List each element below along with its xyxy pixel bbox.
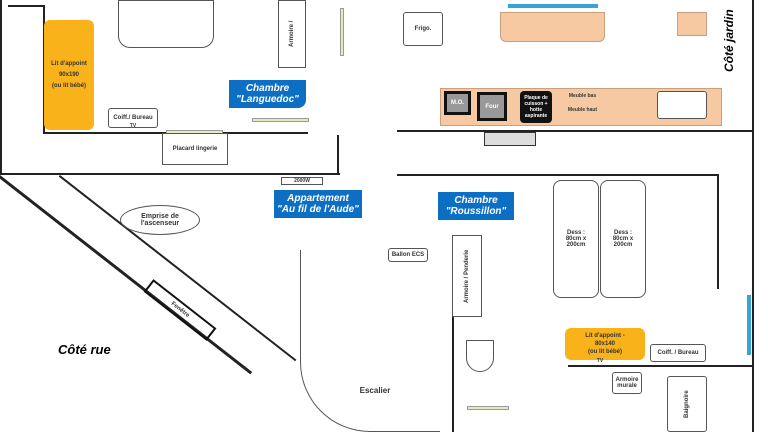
tv-roussillon: TV bbox=[596, 358, 604, 364]
wall bbox=[452, 250, 454, 432]
high-unit: Meuble haut bbox=[567, 107, 598, 113]
wardrobe: Armoire / bbox=[278, 0, 306, 68]
tv: TV bbox=[129, 123, 137, 129]
dresser: Coiff./ Bureau bbox=[108, 108, 158, 128]
wardrobe-2: Armoire / Penderie bbox=[452, 235, 482, 317]
window bbox=[508, 4, 598, 8]
radiator bbox=[484, 132, 536, 146]
boiler: Ballon ECS bbox=[388, 248, 428, 262]
oven: Four bbox=[477, 92, 507, 121]
stair-outline bbox=[300, 250, 440, 432]
hob: Plaque de cuisson + hotte aspirante bbox=[520, 91, 552, 123]
wall-diagonal bbox=[0, 175, 253, 375]
stairs-label: Escalier bbox=[359, 385, 391, 395]
window bbox=[747, 295, 751, 355]
wall bbox=[337, 135, 339, 175]
fridge: Frigo. bbox=[403, 12, 443, 46]
wall bbox=[8, 5, 44, 7]
bed-1: Dess : 80cm x 200cm bbox=[553, 180, 599, 298]
dresser-roussillon: Coiff. / Bureau bbox=[650, 344, 706, 362]
wall-diagonal bbox=[58, 175, 297, 362]
room-label-languedoc: Chambre "Languedoc" bbox=[229, 80, 306, 108]
heater: 2000W bbox=[281, 177, 323, 185]
door[interactable] bbox=[340, 8, 344, 56]
apartment-label: Appartement "Au fil de l'Aude" bbox=[274, 190, 362, 218]
wall bbox=[397, 174, 717, 176]
room-label-roussillon: Chambre "Roussillon" bbox=[438, 192, 514, 220]
low-unit: Meuble bas bbox=[568, 93, 597, 99]
wall-wardrobe: Armoire murale bbox=[612, 372, 642, 394]
garden-side-label: Côté jardin bbox=[722, 9, 736, 72]
microwave: M.O. bbox=[444, 91, 471, 115]
wall bbox=[752, 0, 754, 432]
door[interactable] bbox=[467, 406, 509, 410]
sink bbox=[657, 91, 707, 119]
wall bbox=[568, 365, 753, 367]
wall bbox=[397, 130, 752, 132]
elevator-area: Emprise de l'ascenseur bbox=[120, 205, 200, 235]
street-side-label: Côté rue bbox=[58, 342, 111, 357]
double-bed bbox=[118, 0, 214, 48]
wall bbox=[0, 0, 2, 175]
bathtub: Baignoire bbox=[667, 376, 707, 432]
extra-bed: Lit d'appoint 90x190 (ou lit bébé) bbox=[44, 20, 94, 130]
toilet bbox=[466, 340, 494, 372]
door[interactable] bbox=[252, 118, 309, 122]
bed-2: Dess : 80cm x 200cm bbox=[600, 180, 646, 298]
wall bbox=[0, 173, 340, 175]
window-label: Fenêtre bbox=[169, 300, 191, 320]
extra-bed-roussillon: Lit d'appoint - 80x140 (ou lit bébé) bbox=[565, 328, 645, 360]
linen-closet: Placard lingerie bbox=[162, 133, 228, 165]
wall bbox=[717, 174, 719, 289]
kitchen-chair bbox=[677, 12, 707, 36]
dining-table bbox=[500, 12, 605, 42]
